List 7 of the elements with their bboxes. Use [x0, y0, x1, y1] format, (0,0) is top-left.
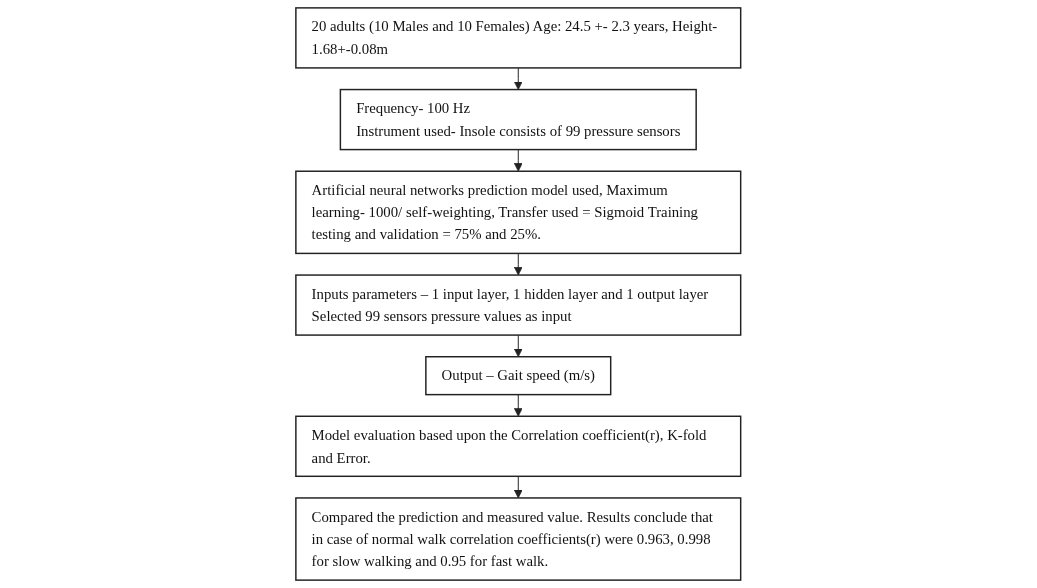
node-box: Output – Gait speed (m/s) [425, 356, 612, 396]
node-box: 20 adults (10 Males and 10 Females) Age: 24.5 +- 2.3 years, Height- 1.68+-0.08m [295, 7, 742, 69]
node-box: Model evaluation based upon the Correlation coefficient(r), K-fold and Error. [295, 415, 742, 478]
node-box: Artificial neural networks prediction model used, Maximum learning- 1000/ self-weighting, Transfer used = Sigmoid Training testing and validation = 75% and 25%. [295, 170, 742, 255]
node-box: Inputs parameters – 1 input layer, 1 hidden layer and 1 output layer Selected 99 sensors pressure values as input [295, 274, 742, 336]
node-box: Frequency- 100 Hz Instrument used- Insole consists of 99 pressure sensors [339, 88, 698, 151]
node-box: Compared the prediction and measured value. Results conclude that in case of normal walk correlation coefficients(r) were 0.963, 0.998 for slow walking and 0.95 for fast walk. [295, 497, 742, 581]
